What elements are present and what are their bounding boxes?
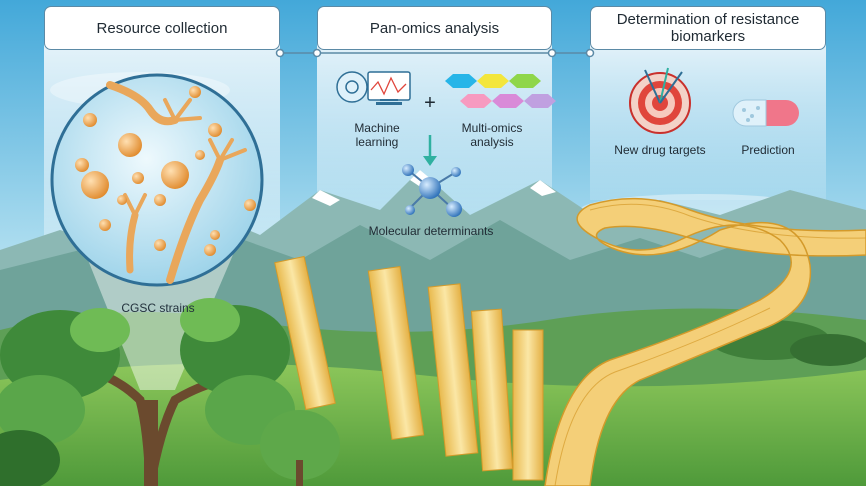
molecular-determinants-label: Molecular determinants [368, 224, 494, 238]
plus-sign: + [424, 92, 436, 114]
panel-title: Determination of resistance biomarkers [616, 11, 800, 45]
panel-resistance-biomarkers: Determination of resistance biomarkers [590, 6, 826, 50]
molecule-icon [402, 164, 462, 217]
drug-target-icon [629, 67, 691, 134]
multi-omics-label: Multi-omics analysis [461, 121, 523, 149]
tree-illustration [0, 298, 295, 486]
new-drug-targets-label: New drug targets [614, 143, 706, 157]
panel-resource-collection: Resource collection [44, 6, 280, 50]
multi-omics-icon [445, 74, 556, 108]
panel-pan-omics-analysis: Pan-omics analysis [317, 6, 552, 50]
strains-label: CGSC strains [121, 301, 195, 315]
machine-learning-icon [336, 71, 411, 105]
prediction-label: Prediction [741, 143, 795, 157]
machine-learning-label: Machine learning [354, 121, 400, 149]
panel-title: Resource collection [96, 19, 228, 37]
strains-magnifier [50, 73, 264, 287]
panel-title: Pan-omics analysis [369, 19, 500, 37]
ribbon-illustration [274, 197, 866, 486]
capsule-icon [732, 99, 799, 127]
